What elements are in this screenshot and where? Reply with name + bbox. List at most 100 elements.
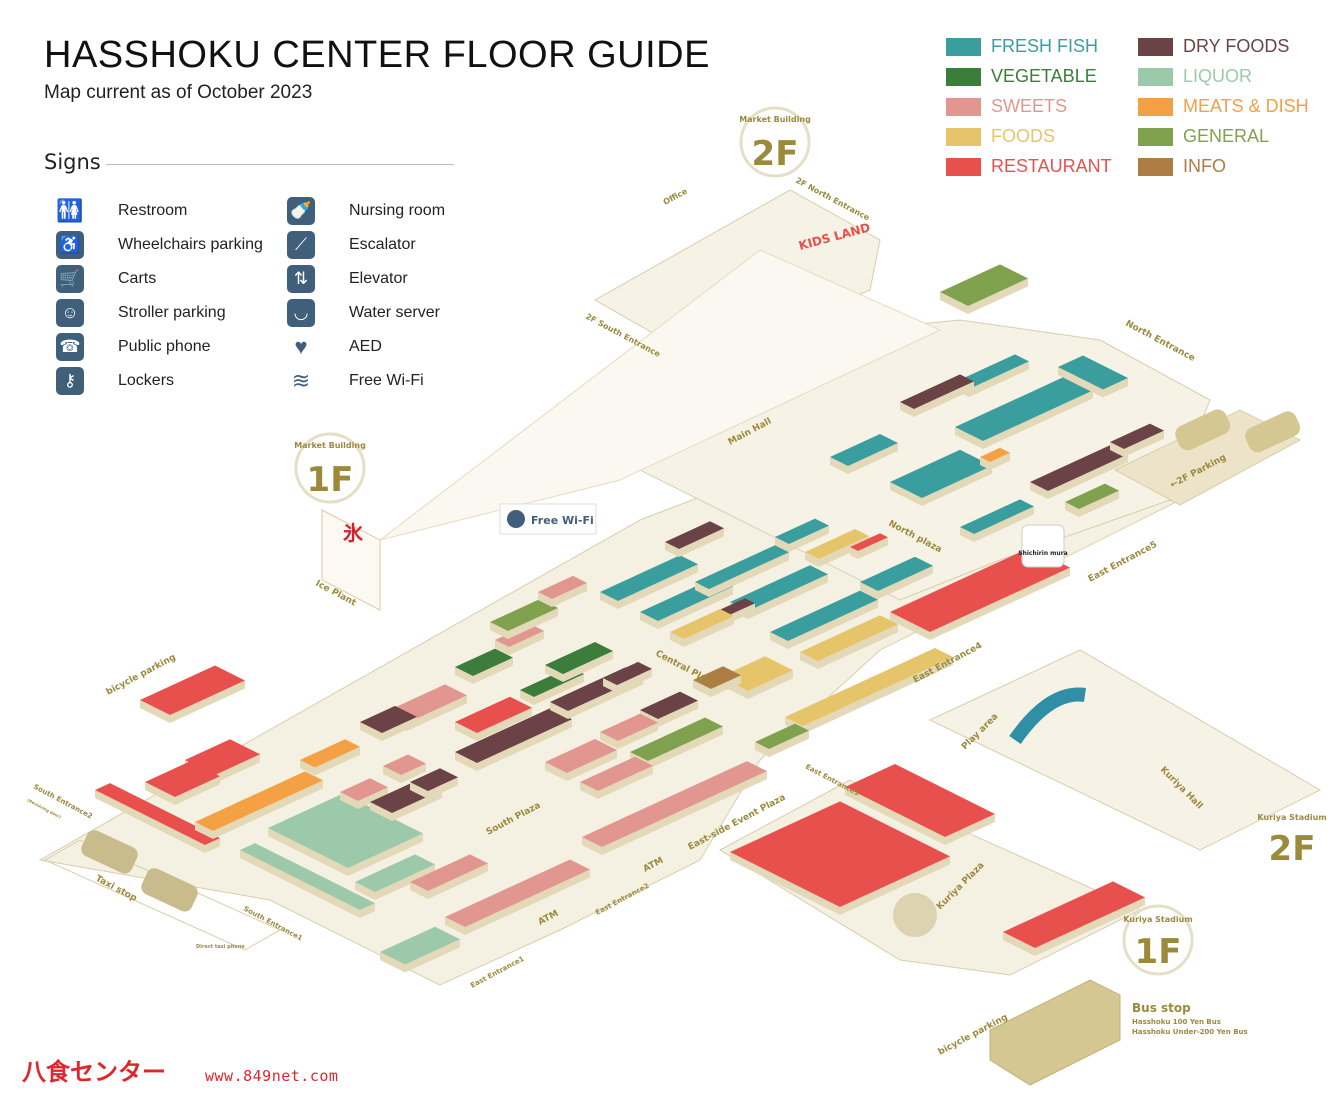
stall-dry[interactable] <box>360 705 417 741</box>
stall-fish[interactable] <box>600 555 698 609</box>
stall-top <box>850 533 888 551</box>
stall-top <box>355 854 435 892</box>
stall-sweets[interactable] <box>445 859 590 936</box>
stall-restaurant[interactable] <box>140 665 245 724</box>
stall-general[interactable] <box>630 717 723 770</box>
hasshoku-logo: 八食センター <box>22 1058 166 1086</box>
stall-liquor[interactable] <box>380 926 460 973</box>
stall-fish[interactable] <box>960 499 1034 542</box>
stall-side <box>775 525 829 552</box>
badge-floor: 1F <box>1135 932 1182 972</box>
stall-meats[interactable] <box>980 447 1010 470</box>
stall-restaurant[interactable] <box>890 547 1070 640</box>
stall-top <box>1058 355 1128 390</box>
stall-fish[interactable] <box>1058 355 1128 398</box>
stall-fish[interactable] <box>955 376 1093 449</box>
stall-top <box>830 434 898 466</box>
stall-side <box>600 722 658 749</box>
stall-top <box>730 565 828 611</box>
stall-restaurant[interactable] <box>145 761 220 805</box>
stall-sweets[interactable] <box>538 575 587 607</box>
stalls <box>95 264 1164 973</box>
stall-top <box>805 529 869 559</box>
stall-general[interactable] <box>755 723 809 757</box>
shichirin-label: Shichirin mura <box>1018 550 1067 557</box>
stall-dry[interactable] <box>1110 423 1164 457</box>
shichirin-sign <box>1021 524 1065 568</box>
stall-liquor[interactable] <box>355 854 435 900</box>
stall-dry[interactable] <box>665 521 724 557</box>
stall-general[interactable] <box>940 264 1028 314</box>
stall-top <box>455 696 532 733</box>
stall-foods[interactable] <box>800 615 898 669</box>
stall-dry[interactable] <box>640 691 698 727</box>
stall-restaurant[interactable] <box>455 696 532 741</box>
stall-sweets[interactable] <box>582 761 767 855</box>
stall-side <box>603 668 652 693</box>
stall-fish[interactable] <box>770 590 878 649</box>
legend-swatch <box>1138 97 1173 116</box>
legend-label: VEGETABLE <box>991 66 1097 86</box>
stall-meats[interactable] <box>300 739 360 776</box>
sign-escalator: ⟋Escalator <box>287 231 416 259</box>
stall-dry[interactable] <box>1030 445 1128 499</box>
stall-restaurant[interactable] <box>730 801 950 915</box>
sign-label: Carts <box>118 270 157 287</box>
stall-sweets[interactable] <box>340 778 388 809</box>
stall-sweets[interactable] <box>410 854 488 899</box>
stall-sweets[interactable] <box>545 739 617 781</box>
stall-foods[interactable] <box>670 609 734 647</box>
stall-foods[interactable] <box>805 529 869 567</box>
stall-vegetable[interactable] <box>545 642 613 682</box>
stall-general[interactable] <box>490 599 558 639</box>
stall-fish[interactable] <box>695 545 789 597</box>
stall-restaurant[interactable] <box>1003 881 1145 956</box>
stall-meats[interactable] <box>195 771 323 839</box>
stall-sweets[interactable] <box>495 623 544 655</box>
sign-label: Stroller parking <box>118 304 226 321</box>
legend-swatch <box>1138 37 1173 56</box>
stall-top <box>380 926 460 965</box>
stall-general[interactable] <box>1065 483 1119 517</box>
stall-side <box>830 443 898 474</box>
stall-fish[interactable] <box>860 556 933 599</box>
sign-label: Lockers <box>118 372 175 389</box>
stall-sweets[interactable] <box>383 754 426 784</box>
badge-floor: 1F <box>307 460 354 500</box>
badge-market-2f: Market Building 2F <box>739 106 811 178</box>
stall-liquor[interactable] <box>268 793 423 877</box>
stall-info[interactable] <box>693 666 741 697</box>
stall-restaurant[interactable] <box>850 533 888 559</box>
stall-dry[interactable] <box>603 661 652 693</box>
sign-label: Escalator <box>349 236 416 253</box>
stall-liquor[interactable] <box>240 843 375 918</box>
stall-vegetable[interactable] <box>455 648 513 684</box>
taxi-stop-area <box>43 839 282 951</box>
sign-wheelchair: ♿Wheelchairs parking <box>56 231 263 259</box>
stall-sweets[interactable] <box>600 713 658 749</box>
stall-restaurant[interactable] <box>845 764 995 845</box>
sign-label: Public phone <box>118 338 211 355</box>
key-icon: ⚷ <box>56 367 84 395</box>
stall-restaurant[interactable] <box>95 783 220 853</box>
stall-dry[interactable] <box>900 374 974 417</box>
stall-top <box>185 739 260 775</box>
stall-side <box>582 771 767 855</box>
stall-top <box>1110 423 1164 449</box>
stall-dry[interactable] <box>455 708 572 771</box>
legend-label: SWEETS <box>991 96 1068 116</box>
website-link[interactable]: www.849net.com <box>205 1067 339 1085</box>
stall-top <box>360 705 417 733</box>
stall-sweets[interactable] <box>580 756 653 799</box>
stall-fish[interactable] <box>890 449 992 506</box>
legend-sweets: SWEETS <box>946 96 1067 117</box>
page-subtitle: Map current as of October 2023 <box>44 82 313 103</box>
stall-foods[interactable] <box>785 648 953 734</box>
stall-side <box>240 850 375 918</box>
stall-dry[interactable] <box>410 768 458 799</box>
cart-icon: 🛒 <box>56 265 84 293</box>
taxi-car <box>141 868 198 912</box>
stall-fish[interactable] <box>775 518 829 552</box>
stall-top <box>1030 445 1128 491</box>
stall-fish[interactable] <box>830 434 898 474</box>
